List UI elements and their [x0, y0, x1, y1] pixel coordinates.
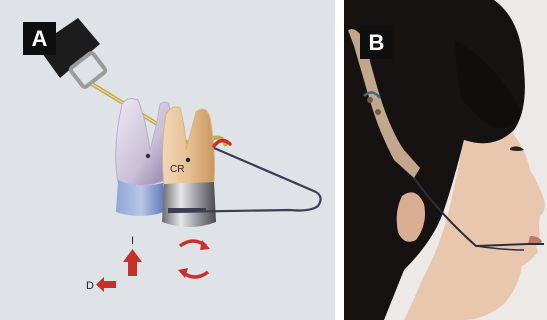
- panel-a-illustration: CR I D A: [0, 0, 335, 320]
- panel-b-label: B: [360, 26, 393, 59]
- panel-a-label: A: [23, 22, 56, 55]
- center-of-resistance-label: CR: [170, 164, 184, 175]
- intrusion-label: I: [131, 235, 134, 247]
- distal-label: D: [86, 280, 94, 292]
- panel-b-photo: B: [344, 0, 547, 320]
- curved-arrow-icon: [178, 240, 210, 278]
- tooth-left: [116, 99, 170, 216]
- arrow-up-icon: [123, 249, 142, 276]
- arrow-left-icon: [96, 277, 116, 292]
